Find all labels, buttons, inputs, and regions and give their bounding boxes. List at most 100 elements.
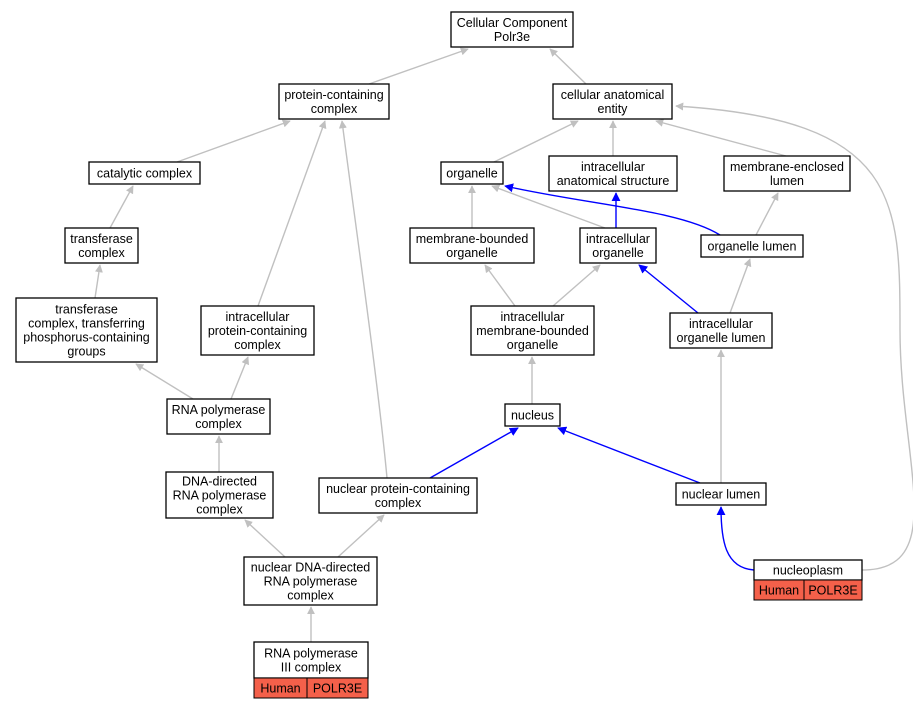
edge-nl-to-nuc (557, 426, 701, 484)
term-box (88, 161, 201, 185)
term-node-org[interactable]: organelle (440, 161, 504, 185)
term-label-line: complex (195, 417, 242, 431)
edge-np-to-nl (716, 506, 755, 571)
edge-ipc-to-pcc (257, 120, 327, 307)
gene-label: POLR3E (808, 584, 857, 598)
term-label-line: complex (287, 589, 334, 603)
edge-rnap-to-tcp (135, 363, 194, 400)
term-box (579, 227, 657, 264)
term-box (700, 234, 804, 258)
term-label-line: organelle lumen (708, 240, 797, 254)
term-label-line: nucleoplasm (773, 564, 843, 578)
term-label-line: membrane-enclosed (730, 160, 844, 174)
term-label-line: RNA polymerase (264, 575, 358, 589)
edge-pcc-to-root (368, 47, 469, 85)
term-label-line: nuclear lumen (682, 488, 761, 502)
term-label-line: intracellular (581, 160, 645, 174)
gene-cell (306, 677, 369, 699)
edge-nddrp-to-npc (337, 514, 385, 558)
term-label-line: complex (234, 338, 281, 352)
term-node-ol[interactable]: organelle lumen (700, 234, 804, 258)
edge-imbo-to-io (552, 264, 601, 307)
term-label-line: complex (311, 102, 358, 116)
term-label-line: nuclear DNA-directed (251, 561, 371, 575)
edge-npc-to-pcc (338, 120, 388, 479)
annotation-tag[interactable]: Human POLR3E (753, 579, 863, 601)
term-label-line: membrane-bounded (476, 324, 589, 338)
term-label-line: RNA polymerase (173, 489, 267, 503)
term-label-line: organelle lumen (677, 331, 766, 345)
term-label-line: DNA-directed (182, 475, 257, 489)
gene-label: POLR3E (313, 682, 362, 696)
term-box (504, 403, 561, 427)
term-label-line: groups (67, 345, 105, 359)
edge-ol-to-org (504, 183, 721, 236)
term-box (165, 471, 274, 519)
term-label-line: anatomical structure (557, 174, 670, 188)
term-box (253, 641, 369, 679)
term-box (470, 305, 595, 356)
term-label-line: intracellular (226, 310, 290, 324)
edge-trf-to-cat (109, 185, 134, 229)
term-box (64, 227, 139, 264)
edge-iol-to-ol (729, 258, 752, 314)
term-label-line: complex, transferring (28, 317, 145, 331)
term-node-nuc[interactable]: nucleus (504, 403, 561, 427)
edge-cat-to-pcc (176, 119, 291, 163)
term-box (318, 477, 478, 514)
term-label-line: intracellular (501, 310, 565, 324)
edge-mel-to-cae (655, 119, 787, 157)
term-box (450, 11, 574, 48)
edge-imbo-to-mbo (484, 264, 516, 307)
term-node-nl[interactable]: nuclear lumen (675, 482, 767, 506)
term-label-line: protein-containing (284, 88, 383, 102)
term-label-line: RNA polymerase (172, 403, 266, 417)
term-box (200, 305, 315, 356)
edge-cae-to-root (549, 48, 587, 85)
term-label-line: entity (598, 102, 629, 116)
term-label-line: organelle (446, 246, 497, 260)
term-box (166, 398, 271, 435)
term-label-line: Cellular Component (457, 16, 568, 30)
term-label-line: phosphorus-containing (23, 331, 150, 345)
term-label-line: nucleus (511, 409, 554, 423)
term-node-cat[interactable]: catalytic complex (88, 161, 201, 185)
term-box (548, 155, 678, 192)
term-label-line: complex (78, 246, 125, 260)
term-label-line: organelle (592, 246, 643, 260)
species-label: Human (759, 584, 799, 598)
term-label-line: complex (196, 503, 243, 517)
edge-iol-to-io (638, 264, 699, 314)
term-box (243, 556, 378, 606)
term-node-np[interactable]: nucleoplasm (753, 559, 863, 581)
gene-cell (803, 579, 863, 601)
term-label-line: Polr3e (494, 30, 530, 44)
edges (94, 47, 913, 642)
term-label-line: III complex (281, 661, 342, 675)
term-box (15, 297, 158, 363)
term-label-line: membrane-bounded (416, 232, 529, 246)
edge-io-to-org (491, 184, 606, 229)
term-label-line: intracellular (586, 232, 650, 246)
term-label-line: protein-containing (208, 324, 307, 338)
